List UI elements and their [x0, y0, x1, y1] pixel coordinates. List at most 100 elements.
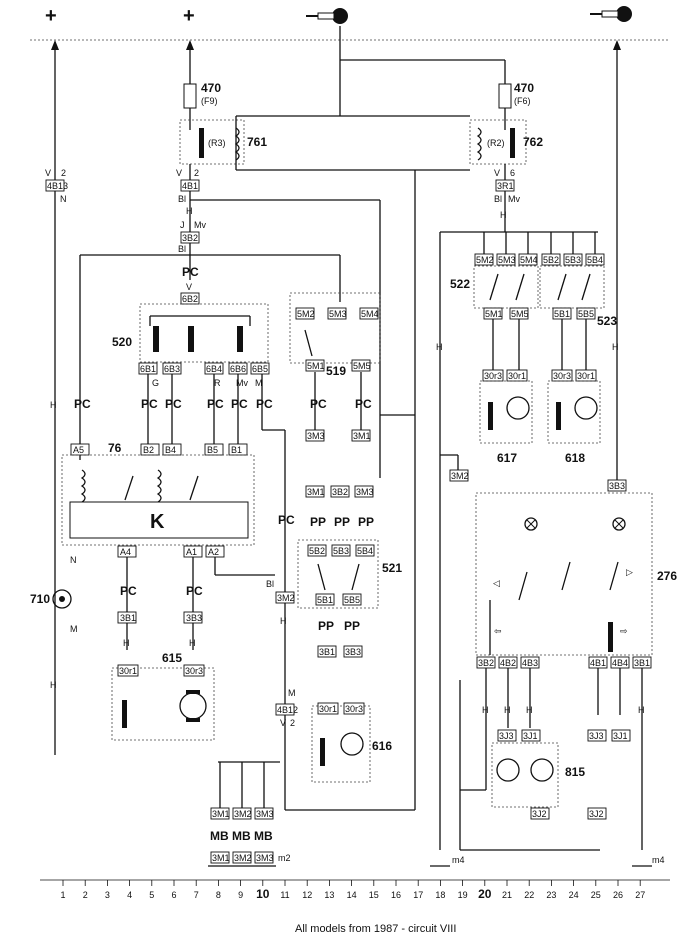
svg-text:Mv: Mv [236, 378, 248, 388]
svg-text:3J2: 3J2 [589, 809, 604, 819]
svg-text:6B2: 6B2 [182, 294, 198, 304]
switch-521 [297, 539, 379, 609]
svg-text:3J2: 3J2 [532, 809, 547, 819]
ruler-tick-label: 25 [591, 890, 601, 900]
svg-text:H: H [482, 705, 489, 715]
svg-text:H: H [638, 705, 645, 715]
svg-text:Mv: Mv [194, 220, 206, 230]
motor-618-icon [574, 396, 598, 420]
motor-815-box [491, 742, 559, 808]
connector-row-520: 6B1 6B3 6B4 6B6 6B5 [138, 362, 270, 375]
svg-text:B2: B2 [143, 445, 154, 455]
svg-text:N: N [70, 555, 77, 565]
ruler-tick-label: 17 [413, 890, 423, 900]
ruler-tick-label: 22 [524, 890, 534, 900]
ruler-tick-label: 26 [613, 890, 623, 900]
switch-519 [289, 292, 381, 364]
connector-4B13 [45, 179, 65, 192]
svg-text:4B2: 4B2 [500, 658, 516, 668]
svg-text:(R3): (R3) [208, 138, 226, 148]
svg-text:3M1: 3M1 [307, 487, 325, 497]
lamp-icon [524, 517, 626, 531]
svg-text:5M1: 5M1 [307, 361, 325, 371]
pump-815-icon-left [496, 758, 520, 782]
svg-text:A5: A5 [73, 445, 84, 455]
svg-text:PC: PC [141, 397, 158, 411]
svg-text:3B1: 3B1 [319, 647, 335, 657]
svg-text:MB: MB [210, 829, 229, 843]
component-618: 618 [565, 451, 585, 465]
svg-text:470: 470 [201, 81, 221, 95]
switch-522 [473, 265, 539, 309]
connector-row-521-top: 3M1 3B2 3M3 [305, 485, 374, 498]
svg-text:H: H [280, 616, 287, 626]
svg-text:3J3: 3J3 [499, 731, 514, 741]
connector-label: 4B13 [47, 181, 68, 191]
arrow-left-icon: ⇦ [494, 626, 502, 636]
component-762: 762 [523, 135, 543, 149]
svg-text:M: M [70, 624, 78, 634]
connector-row-521: 5B2 5B3 5B4 5B1 5B5 [307, 544, 375, 606]
svg-text:30r1: 30r1 [508, 371, 526, 381]
arrow-right-icon: ⇨ [620, 626, 628, 636]
svg-text:5M3: 5M3 [498, 255, 516, 265]
svg-text:PC: PC [256, 397, 273, 411]
svg-text:5M5: 5M5 [353, 361, 371, 371]
ruler-tick-label: 21 [502, 890, 512, 900]
svg-text:H: H [189, 638, 196, 648]
svg-text:PP: PP [358, 515, 374, 529]
svg-text:PP: PP [310, 515, 326, 529]
svg-text:PC: PC [186, 584, 203, 598]
svg-text:H: H [612, 342, 619, 352]
svg-text:3M2: 3M2 [234, 809, 252, 819]
indicator-left-icon: ◁ [493, 578, 500, 588]
svg-text:PC: PC [165, 397, 182, 411]
svg-text:5B3: 5B3 [565, 255, 581, 265]
svg-text:3M2: 3M2 [277, 593, 295, 603]
svg-text:30r1: 30r1 [577, 371, 595, 381]
svg-text:H: H [123, 638, 130, 648]
svg-text:3J3: 3J3 [589, 731, 604, 741]
arrow-up-icon [51, 40, 621, 50]
fuse-f6 [498, 83, 512, 109]
svg-text:4B4: 4B4 [612, 658, 628, 668]
svg-text:M: M [288, 688, 296, 698]
ruler-tick-label: 20 [478, 887, 492, 901]
ruler-tick-label: 3 [105, 890, 110, 900]
component-522: 522 [450, 277, 470, 291]
ruler-tick-label: 15 [369, 890, 379, 900]
svg-text:PC: PC [231, 397, 248, 411]
svg-text:Bl: Bl [266, 579, 274, 589]
component-761: 761 [247, 135, 267, 149]
svg-text:H: H [50, 680, 57, 690]
motor-616-box [311, 705, 371, 783]
svg-text:4B3: 4B3 [522, 658, 538, 668]
coil-icon [80, 469, 86, 503]
svg-text:5B3: 5B3 [333, 546, 349, 556]
connector-row-519-top: 5M2 5M3 5M4 [295, 307, 379, 320]
relay-coil-icon [476, 127, 482, 161]
svg-text:N: N [60, 194, 67, 204]
svg-text:H: H [436, 342, 443, 352]
switch-520 [139, 303, 269, 363]
connector-row-522-523-bottom: 5M1 5M5 5B1 5B5 [483, 307, 596, 320]
svg-text:(F9): (F9) [201, 96, 218, 106]
svg-text:R: R [214, 378, 221, 388]
relay-k-label: K [150, 511, 165, 533]
ruler-tick-label: 9 [238, 890, 243, 900]
svg-text:3M3: 3M3 [256, 809, 274, 819]
svg-text:A1: A1 [186, 547, 197, 557]
component-616: 616 [372, 739, 392, 753]
svg-text:6B6: 6B6 [230, 364, 246, 374]
relay-unit-76 [61, 454, 255, 546]
ruler-tick-label: 13 [324, 890, 334, 900]
ruler-tick-label: 2 [83, 890, 88, 900]
coil-icon [156, 469, 162, 503]
svg-text:H: H [500, 210, 507, 220]
svg-text:5B2: 5B2 [543, 255, 559, 265]
svg-text:PP: PP [344, 619, 360, 633]
svg-text:Bl: Bl [178, 194, 186, 204]
svg-text:B4: B4 [165, 445, 176, 455]
svg-text:V: V [494, 168, 500, 178]
svg-text:30r1: 30r1 [119, 666, 137, 676]
